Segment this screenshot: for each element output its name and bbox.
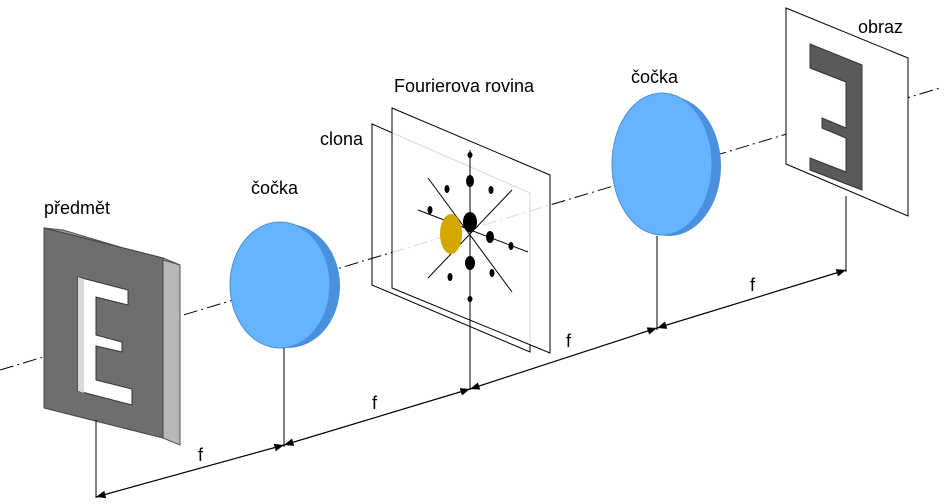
fourier-plane <box>391 107 551 390</box>
dim-arrow-4 <box>656 269 847 329</box>
spot <box>466 175 474 187</box>
diffraction-spots <box>427 152 514 302</box>
lens-2 <box>611 92 721 236</box>
spot <box>467 152 473 158</box>
label-dim-3: f <box>566 331 572 351</box>
spot <box>489 269 495 277</box>
label-image: obraz <box>858 17 903 37</box>
label-object: předmět <box>44 198 110 218</box>
lens-1 <box>229 221 340 349</box>
label-aperture: clona <box>320 129 364 149</box>
label-dim-4: f <box>750 275 756 295</box>
label-dim-2: f <box>372 393 378 413</box>
aperture-spot <box>440 214 462 254</box>
spot <box>467 296 473 302</box>
spot <box>508 242 514 250</box>
object-frame <box>43 227 181 446</box>
spot <box>488 186 494 194</box>
label-dim-1: f <box>198 445 204 465</box>
spot <box>465 256 475 270</box>
dimension-arrows <box>95 269 847 499</box>
spot <box>447 273 453 281</box>
label-lens-2: čočka <box>631 67 679 87</box>
spot-center <box>463 212 477 232</box>
dim-arrow-1 <box>95 443 285 499</box>
dim-arrow-2 <box>283 388 471 446</box>
spot <box>427 206 433 214</box>
label-lens-1: čočka <box>251 178 299 198</box>
dim-arrow-3 <box>469 327 658 390</box>
image-plane <box>785 7 909 217</box>
spot <box>444 185 450 193</box>
label-fourier-plane: Fourierova rovina <box>394 76 535 96</box>
spot <box>486 231 494 243</box>
